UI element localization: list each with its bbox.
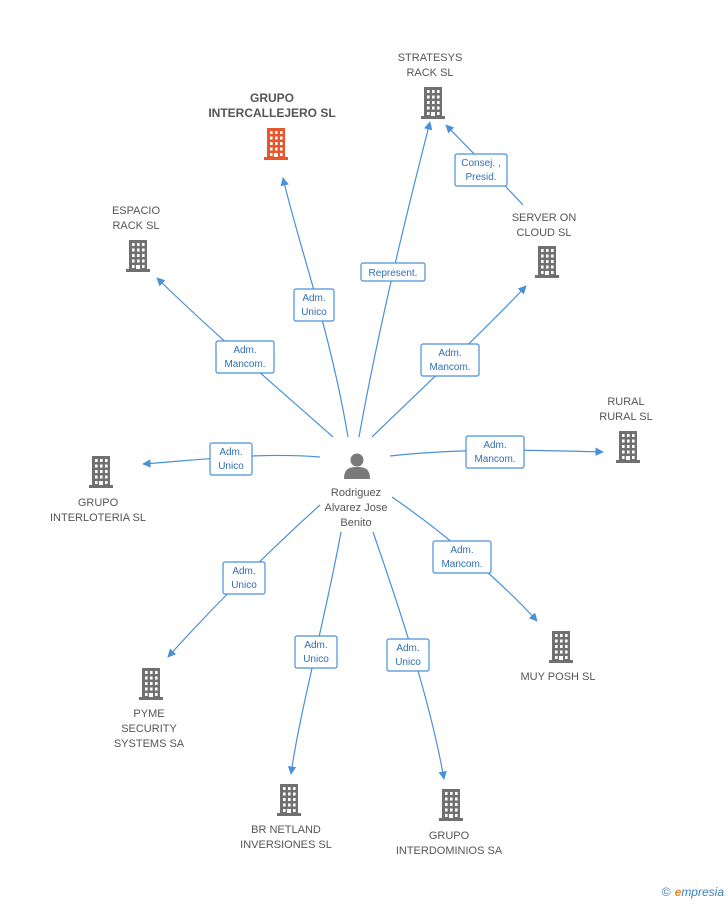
edge-to-stratesys: Represent.: [358, 121, 433, 438]
edge-label-box[interactable]: [432, 540, 492, 574]
edge-label-text: Adm.: [304, 640, 327, 651]
company-name: GRUPO: [250, 91, 294, 105]
building-icon: [89, 456, 113, 488]
edge-to-espacio: Adm. Mancom.: [156, 277, 334, 438]
person-name: Benito: [340, 517, 371, 529]
person-name: Alvarez Jose: [325, 502, 388, 514]
edge-label-box[interactable]: [294, 635, 338, 669]
person-name: Rodriguez: [331, 487, 381, 499]
edge-label-text: Mancom.: [441, 559, 482, 570]
edge-label-box[interactable]: [222, 561, 266, 595]
brand-initial: e: [674, 885, 682, 899]
edge-label-text: Adm.: [302, 293, 325, 304]
edge-to-server: Adm. Mancom.: [371, 285, 527, 438]
edge-label-box[interactable]: [293, 288, 335, 322]
edge-label-text: Adm.: [483, 440, 506, 451]
edge-label-text: Presid.: [465, 172, 496, 183]
edge-label-box[interactable]: [215, 340, 275, 374]
company-name: INTERCALLEJERO SL: [208, 106, 335, 120]
building-icon: [439, 789, 463, 821]
brand-name: mpresia: [681, 885, 724, 899]
person-icon: [344, 453, 370, 479]
edge-server-to-stratesys: Consej. , Presid.: [445, 124, 524, 206]
company-name: SECURITY: [121, 723, 177, 735]
edge-label-text: Adm.: [232, 566, 255, 577]
company-name: RURAL SL: [599, 411, 652, 423]
building-icon: [277, 784, 301, 816]
edge-label-text: Adm.: [233, 345, 256, 356]
edge-label-text: Adm.: [438, 348, 461, 359]
building-icon: [535, 246, 559, 278]
edge-to-br-netland: Adm. Unico: [287, 531, 342, 775]
company-node-br-netland[interactable]: BR NETLAND INVERSIONES SL: [240, 784, 332, 851]
building-icon: [139, 668, 163, 700]
edge-label-text: Adm.: [396, 643, 419, 654]
company-name: INTERLOTERIA SL: [50, 512, 146, 524]
company-node-grupo-interdominios[interactable]: GRUPO INTERDOMINIOS SA: [396, 789, 503, 857]
company-name: GRUPO: [78, 497, 119, 509]
company-name: MUY POSH SL: [521, 671, 596, 683]
edge-label-box[interactable]: [209, 442, 253, 476]
company-name: RURAL: [607, 396, 644, 408]
company-name: SYSTEMS SA: [114, 738, 185, 750]
building-icon: [616, 431, 640, 463]
edge-label-box[interactable]: [465, 435, 525, 469]
edge-label-text: Unico: [303, 654, 329, 665]
company-name: INTERDOMINIOS SA: [396, 845, 503, 857]
company-name: SERVER ON: [512, 212, 577, 224]
company-node-stratesys-rack[interactable]: STRATESYS RACK SL: [398, 52, 463, 119]
edge-label-text: Mancom.: [224, 359, 265, 370]
edge-label-text: Unico: [395, 657, 421, 668]
company-node-grupo-interloteria[interactable]: GRUPO INTERLOTERIA SL: [50, 456, 146, 524]
building-icon: [264, 128, 288, 160]
edge-label-text: Consej. ,: [461, 158, 500, 169]
company-name: ESPACIO: [112, 205, 161, 217]
company-node-muy-posh[interactable]: MUY POSH SL: [521, 631, 596, 683]
edges-layer: Adm. Unico Represent. Consej. , Presid. Adm. M…: [142, 121, 604, 780]
edge-to-grupo-intercallejero: Adm. Unico: [280, 177, 349, 438]
edge-label-box[interactable]: [420, 343, 480, 377]
company-name: RACK SL: [112, 220, 159, 232]
edge-label-text: Unico: [231, 580, 257, 591]
edge-to-rural: Adm. Mancom.: [389, 435, 604, 469]
edge-to-interloteria: Adm. Unico: [142, 442, 321, 476]
company-node-pyme-security[interactable]: PYME SECURITY SYSTEMS SA: [114, 668, 185, 750]
edge-label-box[interactable]: [454, 153, 508, 187]
company-name: RACK SL: [406, 67, 453, 79]
edge-to-interdominios: Adm. Unico: [372, 531, 447, 780]
company-name: BR NETLAND: [251, 824, 321, 836]
building-icon: [126, 240, 150, 272]
edge-label-text: Unico: [218, 461, 244, 472]
edge-label-text: Adm.: [219, 447, 242, 458]
edge-label-text: Adm.: [450, 545, 473, 556]
edge-label-text: Mancom.: [474, 454, 515, 465]
edge-label-box[interactable]: [386, 638, 430, 672]
edge-label-text: Represent.: [369, 268, 418, 279]
company-name: CLOUD SL: [516, 227, 571, 239]
edge-label-text: Mancom.: [429, 362, 470, 373]
company-node-espacio-rack[interactable]: ESPACIO RACK SL: [112, 205, 161, 272]
edge-label-box[interactable]: [360, 262, 426, 282]
edge-to-muy-posh: Adm. Mancom.: [391, 496, 538, 622]
company-name: INVERSIONES SL: [240, 839, 332, 851]
building-icon: [549, 631, 573, 663]
brand-footer: ©empresia: [662, 885, 724, 899]
company-name: GRUPO: [429, 830, 470, 842]
copyright-icon: ©: [661, 885, 671, 899]
company-name: PYME: [133, 708, 164, 720]
edge-to-pyme: Adm. Unico: [167, 504, 321, 658]
edge-label-text: Unico: [301, 307, 327, 318]
company-node-server-on-cloud[interactable]: SERVER ON CLOUD SL: [512, 212, 577, 278]
building-icon: [421, 87, 445, 119]
company-name: STRATESYS: [398, 52, 463, 64]
company-node-rural-rural[interactable]: RURAL RURAL SL: [599, 396, 653, 463]
